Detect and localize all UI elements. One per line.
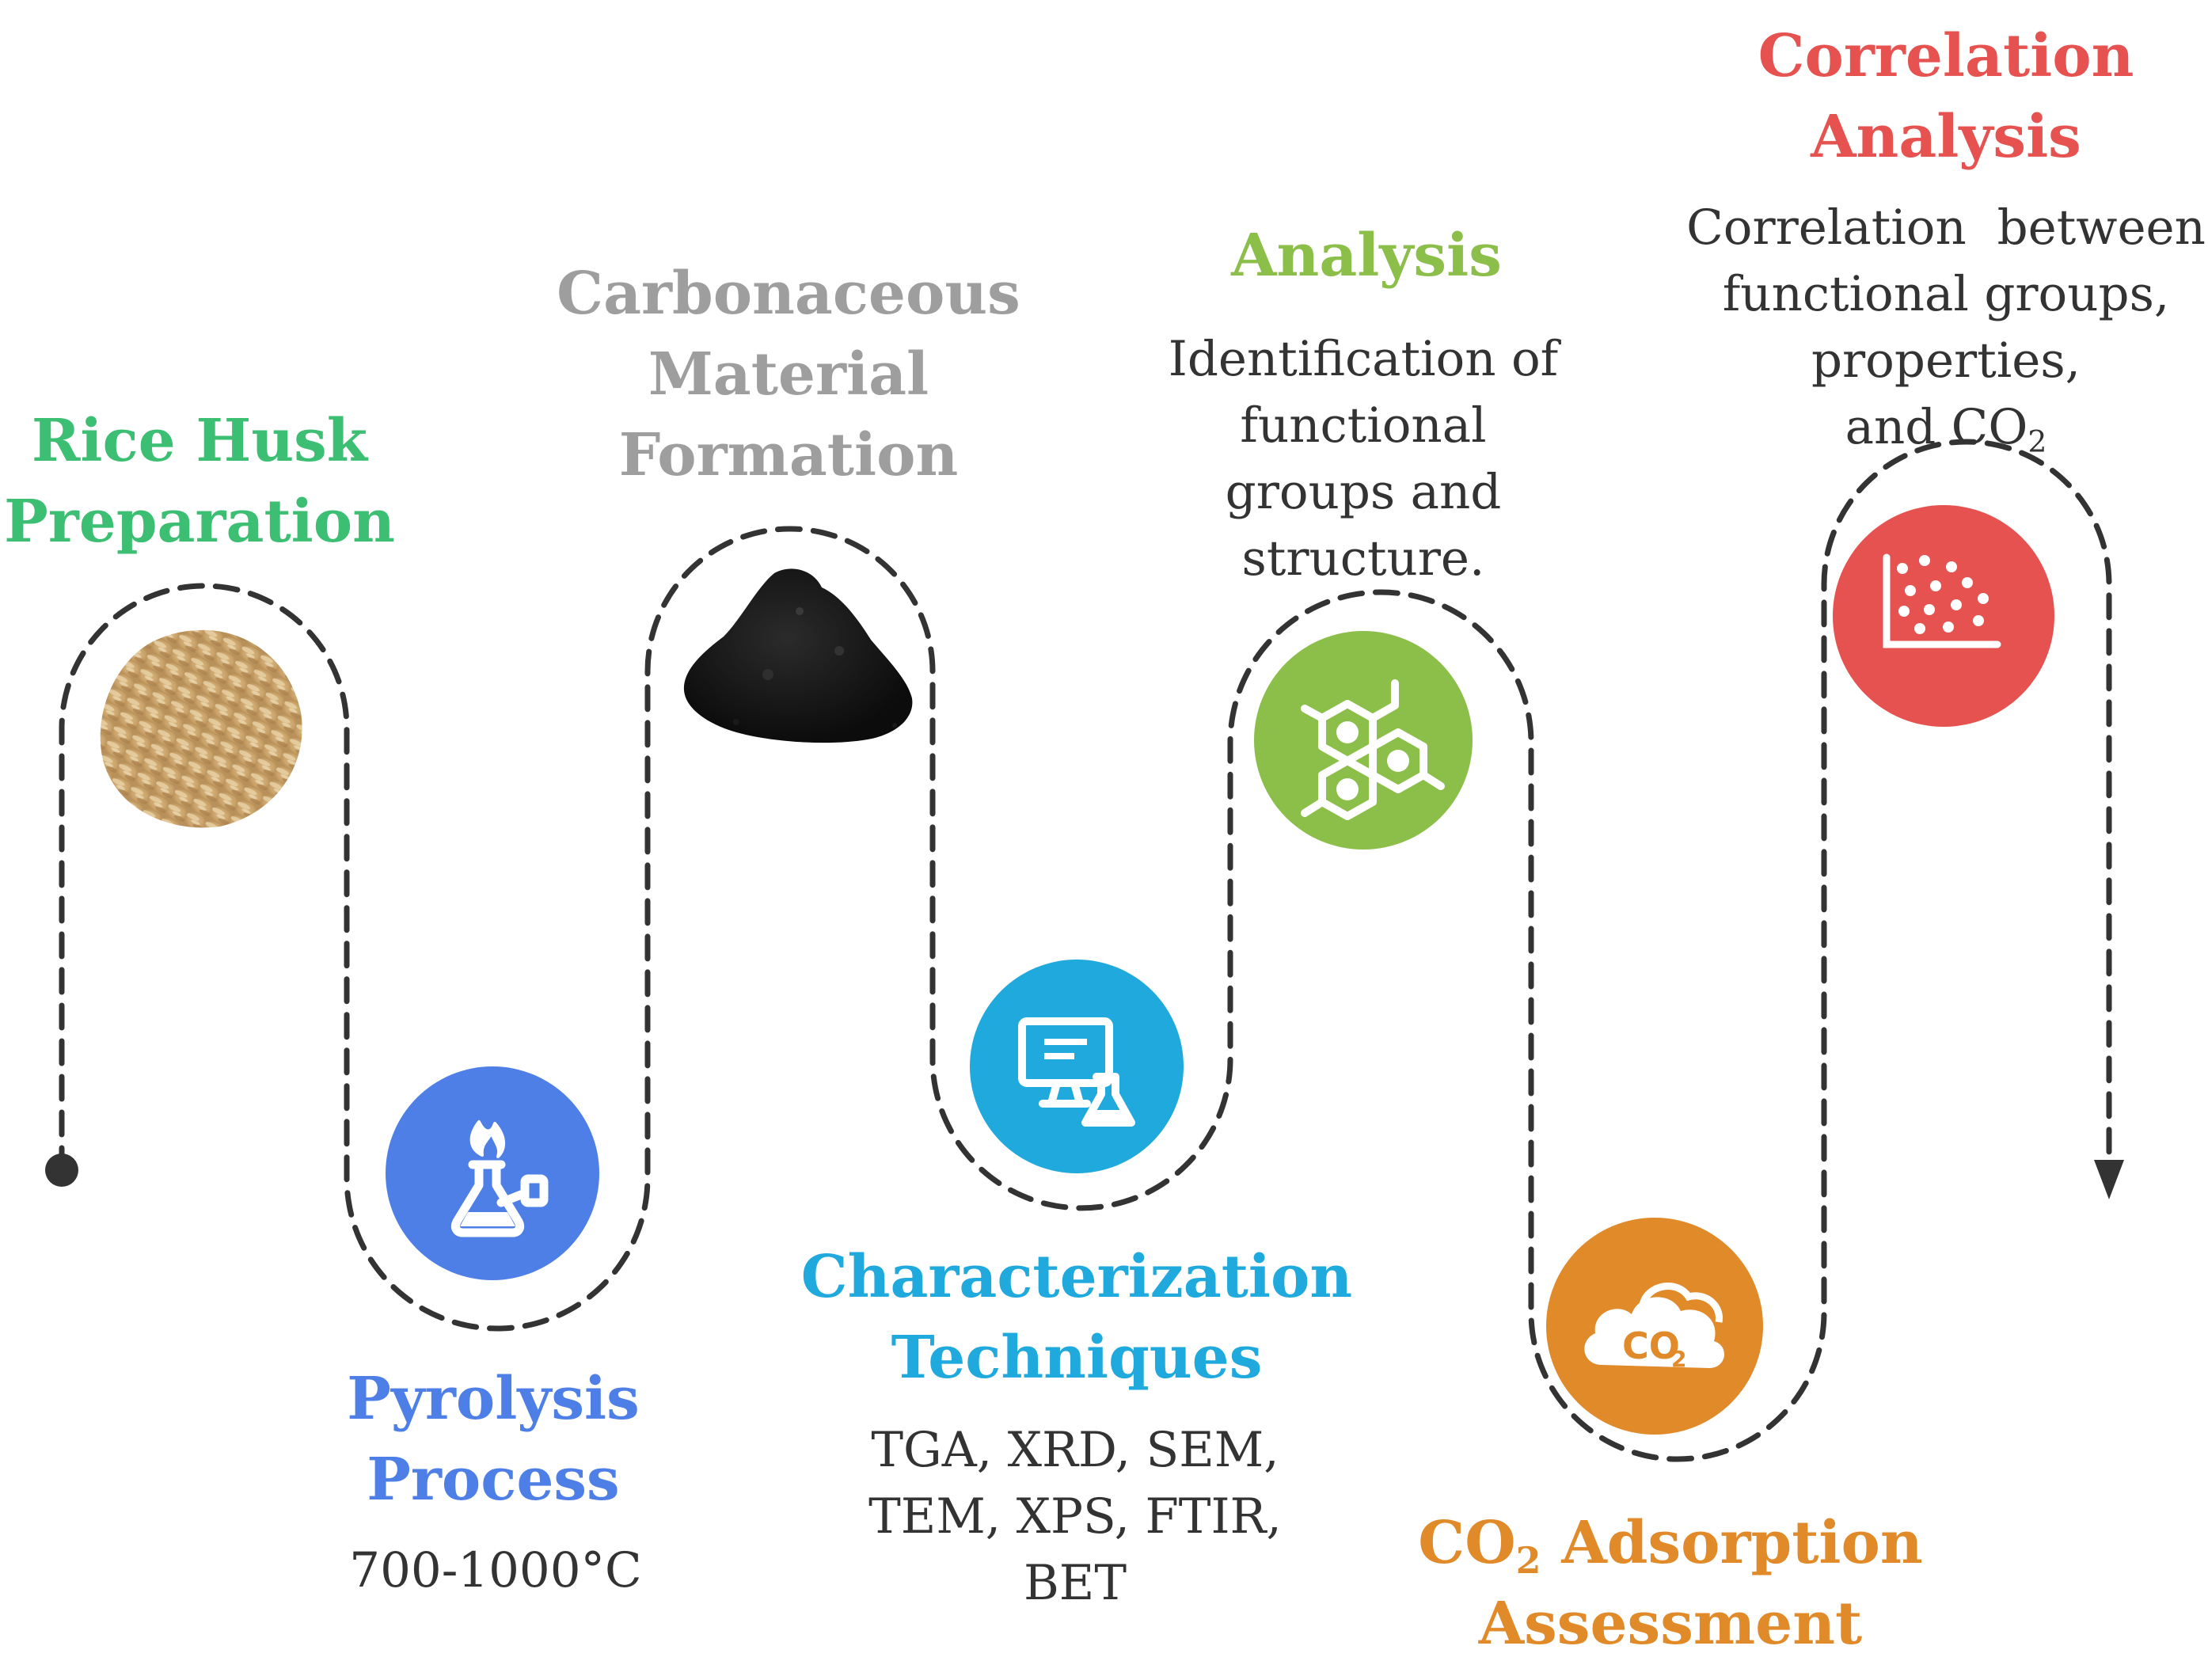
characterization-title: Characterization Techniques bbox=[800, 1243, 1353, 1392]
path-start-dot bbox=[45, 1154, 78, 1187]
characterization-techniques-list: TGA, XRD, SEM, TEM, XPS, FTIR, BET bbox=[868, 1422, 1282, 1611]
correlation-description: Correlation between functional groups, p… bbox=[1686, 200, 2206, 459]
pyrolysis-title: Pyrolysis Process bbox=[347, 1365, 640, 1514]
molecule-structure-icon bbox=[1301, 679, 1445, 820]
path-end-arrow bbox=[2094, 1160, 2124, 1199]
analysis-title: Analysis bbox=[1231, 222, 1502, 290]
characterization-icon-circle bbox=[970, 960, 1184, 1173]
analysis-description: Identification of functional groups and … bbox=[1168, 331, 1559, 587]
rice-husk-image bbox=[93, 625, 307, 833]
pyrolysis-icon-circle bbox=[386, 1066, 599, 1280]
co2-icon-subscript: 2 bbox=[1671, 1346, 1686, 1372]
carbon-powder-image bbox=[681, 564, 918, 744]
pyrolysis-temperature: 700-1000°C bbox=[349, 1542, 642, 1598]
bunsen-burner-flask-icon bbox=[450, 1120, 549, 1237]
analysis-icon-circle bbox=[1254, 631, 1473, 850]
computer-flask-icon bbox=[1018, 1017, 1135, 1127]
co2-icon-circle: CO 2 bbox=[1546, 1218, 1763, 1435]
carbonaceous-title: Carbonaceous Material Formation bbox=[557, 260, 1020, 489]
correlation-title: Correlation Analysis bbox=[1758, 22, 2134, 171]
scatter-plot-icon bbox=[1883, 553, 2001, 648]
co2-adsorption-title: CO2 Adsorption Assessment bbox=[1418, 1509, 1923, 1658]
co2-cloud-icon: CO 2 bbox=[1584, 1283, 1724, 1372]
co2-icon-label: CO bbox=[1622, 1325, 1680, 1367]
rice-husk-title: Rice Husk Preparation bbox=[4, 407, 395, 556]
correlation-icon-circle bbox=[1833, 505, 2054, 727]
